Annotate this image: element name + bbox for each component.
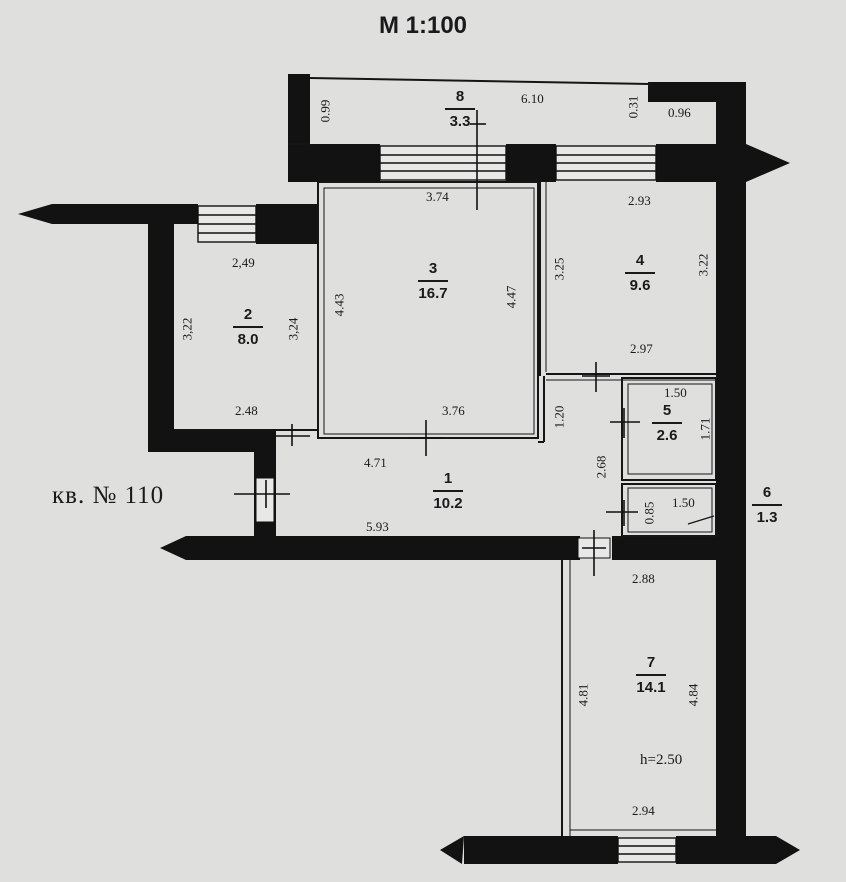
dim-room3-right: 4.47 — [503, 285, 519, 309]
room-area: 2.6 — [656, 426, 678, 444]
dim-room7-right: 4.84 — [685, 683, 701, 707]
dim-room7-top: 2.88 — [632, 571, 655, 586]
room-area: 8.0 — [237, 330, 259, 348]
room-number: 7 — [646, 654, 656, 671]
room-number: 2 — [243, 306, 253, 323]
dim-balcony-right-end: 0.96 — [668, 105, 691, 120]
room-area: 14.1 — [636, 678, 666, 696]
dim-hall-pass-h: 1.20 — [551, 405, 567, 429]
dim-room2-right: 3,24 — [285, 317, 301, 341]
wall-tips — [18, 144, 800, 864]
dim-room4-bottom: 2.97 — [630, 341, 653, 356]
dim-hall-lower: 5.93 — [366, 519, 389, 534]
dim-room4-top: 2.93 — [628, 193, 651, 208]
dim-room4-right: 3.22 — [695, 253, 711, 277]
scale-title: М 1:100 — [378, 12, 468, 39]
room-number: 8 — [455, 88, 465, 105]
dim-hall-upper: 4.71 — [364, 455, 387, 470]
room-area: 3.3 — [449, 112, 471, 130]
room-number: 5 — [662, 402, 672, 419]
room-area: 16.7 — [418, 284, 448, 302]
apartment-label: кв. № 110 — [52, 482, 165, 509]
room-number: 1 — [443, 470, 453, 487]
ceiling-height: h=2.50 — [640, 752, 683, 768]
dim-room7-bottom: 2.94 — [632, 803, 655, 818]
dim-room6-width: 1.50 — [672, 495, 695, 510]
dim-balcony-left: 0.99 — [317, 99, 333, 123]
dim-room5-top: 1.50 — [664, 385, 687, 400]
partitions — [174, 77, 717, 836]
dim-room3-top: 3.74 — [426, 189, 449, 204]
dim-balcony-width: 6.10 — [521, 91, 544, 106]
room-number: 6 — [762, 484, 772, 501]
room-number: 3 — [428, 260, 438, 277]
doors — [234, 110, 640, 576]
dim-room7-left: 4.81 — [575, 683, 591, 707]
dim-room2-bottom: 2.48 — [235, 403, 258, 418]
dim-room5-right: 1.71 — [697, 417, 713, 441]
dim-room2-left: 3,22 — [179, 317, 195, 341]
room-area: 9.6 — [629, 276, 651, 294]
room-area: 1.3 — [756, 508, 778, 526]
windows — [197, 145, 677, 863]
dim-room6-height: 0.85 — [641, 501, 657, 525]
room-area: 10.2 — [433, 494, 463, 512]
dim-room3-left: 4.43 — [331, 293, 347, 317]
dim-hall-pass-v: 2.68 — [593, 455, 609, 479]
dim-room3-bottom: 3.76 — [442, 403, 465, 418]
dim-room4-left: 3.25 — [551, 257, 567, 281]
walls — [52, 74, 776, 864]
room-number: 4 — [635, 252, 645, 269]
dim-balcony-right-step: 0.31 — [625, 95, 641, 119]
dim-room2-top: 2,49 — [232, 255, 255, 270]
